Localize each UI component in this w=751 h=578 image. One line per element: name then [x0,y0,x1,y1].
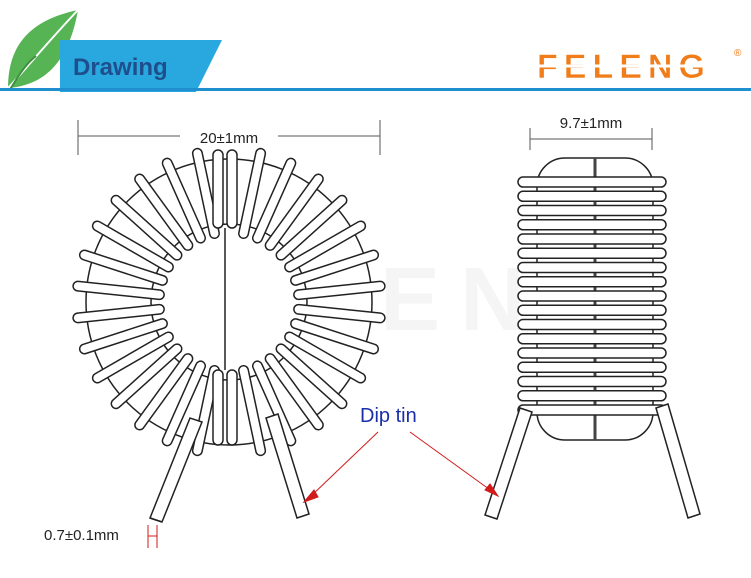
side-winding-turn [517,190,667,202]
toroid-winding-turn-fill [285,333,365,382]
side-winding-turn [517,304,667,316]
toroid-side-view: 9.7±1mm [484,115,701,520]
side-winding-turn [517,347,667,359]
toroid-winding-turn-fill [294,282,385,299]
toroid-seam-turn [226,369,238,446]
header: Drawing FELENG ® [0,9,751,92]
side-windings [517,176,667,416]
toroid-lead-right [265,413,310,519]
toroid-winding-turn-fill [294,305,385,322]
toroid-winding-turn-fill [80,251,167,285]
toroid-winding-turn-fill [193,149,219,238]
side-winding-turn [517,261,667,274]
toroid-lead-left [149,417,203,523]
side-winding-turn [517,375,667,388]
side-width-dimension [529,128,653,150]
side-lead-right [655,403,701,519]
toroid-winding-turn-fill [285,222,365,271]
toroid-winding-turn-fill [163,361,205,445]
outer-diameter-label: 20±1mm [200,130,258,147]
toroid-winding-turn-fill [135,354,192,429]
toroid-winding-turn-fill [239,366,265,455]
toroid-winding-turn-fill [73,282,164,299]
side-winding-turn [517,290,667,302]
side-winding-turn [517,204,667,217]
toroid-winding-turn-fill [93,222,173,271]
dip-tin-callout: Dip tin [302,405,500,504]
brand-logo: FELENG ® [537,48,742,87]
toroid-seam-turn [226,149,238,229]
toroid-winding-turn-fill [163,159,205,243]
side-winding-turn [517,318,667,331]
toroid-winding-turn-fill [112,344,181,408]
toroid-seam-turn [212,369,224,446]
leaf-logo-icon [7,9,79,91]
toroid-winding-turn-fill [80,319,167,353]
side-winding-turn [517,247,667,259]
toroid-winding-turn-fill [73,305,164,322]
toroid-winding-turn-fill [291,319,378,353]
toroid-windings [72,147,386,457]
toroid-winding-turn-fill [253,159,295,243]
toroid-winding-turn-fill [112,196,181,260]
toroid-winding-turn-fill [266,354,323,429]
toroid-winding-turn-fill [135,175,192,250]
svg-text:®: ® [734,48,742,59]
toroid-winding-turn-fill [239,149,265,238]
toroid-winding-turn-fill [277,196,346,260]
side-lead-left [484,407,533,520]
toroid-winding-turn-fill [291,251,378,285]
dip-tin-arrows [302,431,500,504]
side-winding-turn [517,276,667,288]
header-rule [0,88,751,91]
toroid-seam-turn [212,149,224,229]
toroid-front-view: 20±1mm 0.7±0.1mm [44,120,386,548]
side-winding-turn [517,233,667,245]
toroid-winding-turn-fill [266,175,323,250]
side-winding-turn [517,219,667,231]
side-winding-turn [517,176,667,188]
outer-diameter-dimension [77,120,381,155]
wire-diameter-label: 0.7±0.1mm [44,527,119,544]
toroid-winding-turn-fill [277,344,346,408]
page-title: Drawing [73,54,168,81]
toroid-winding-turn-fill [253,361,295,445]
side-width-label: 9.7±1mm [560,115,622,132]
dip-tin-label: Dip tin [360,405,417,427]
side-winding-turn [517,390,667,402]
title-banner [60,40,222,92]
toroid-winding-turn-fill [93,333,173,382]
side-winding-turn [517,361,667,373]
toroid-winding-turn-fill [193,366,219,455]
side-winding-turn [517,404,667,416]
side-winding-turn [517,333,667,345]
wire-diameter-dimension [147,525,158,548]
